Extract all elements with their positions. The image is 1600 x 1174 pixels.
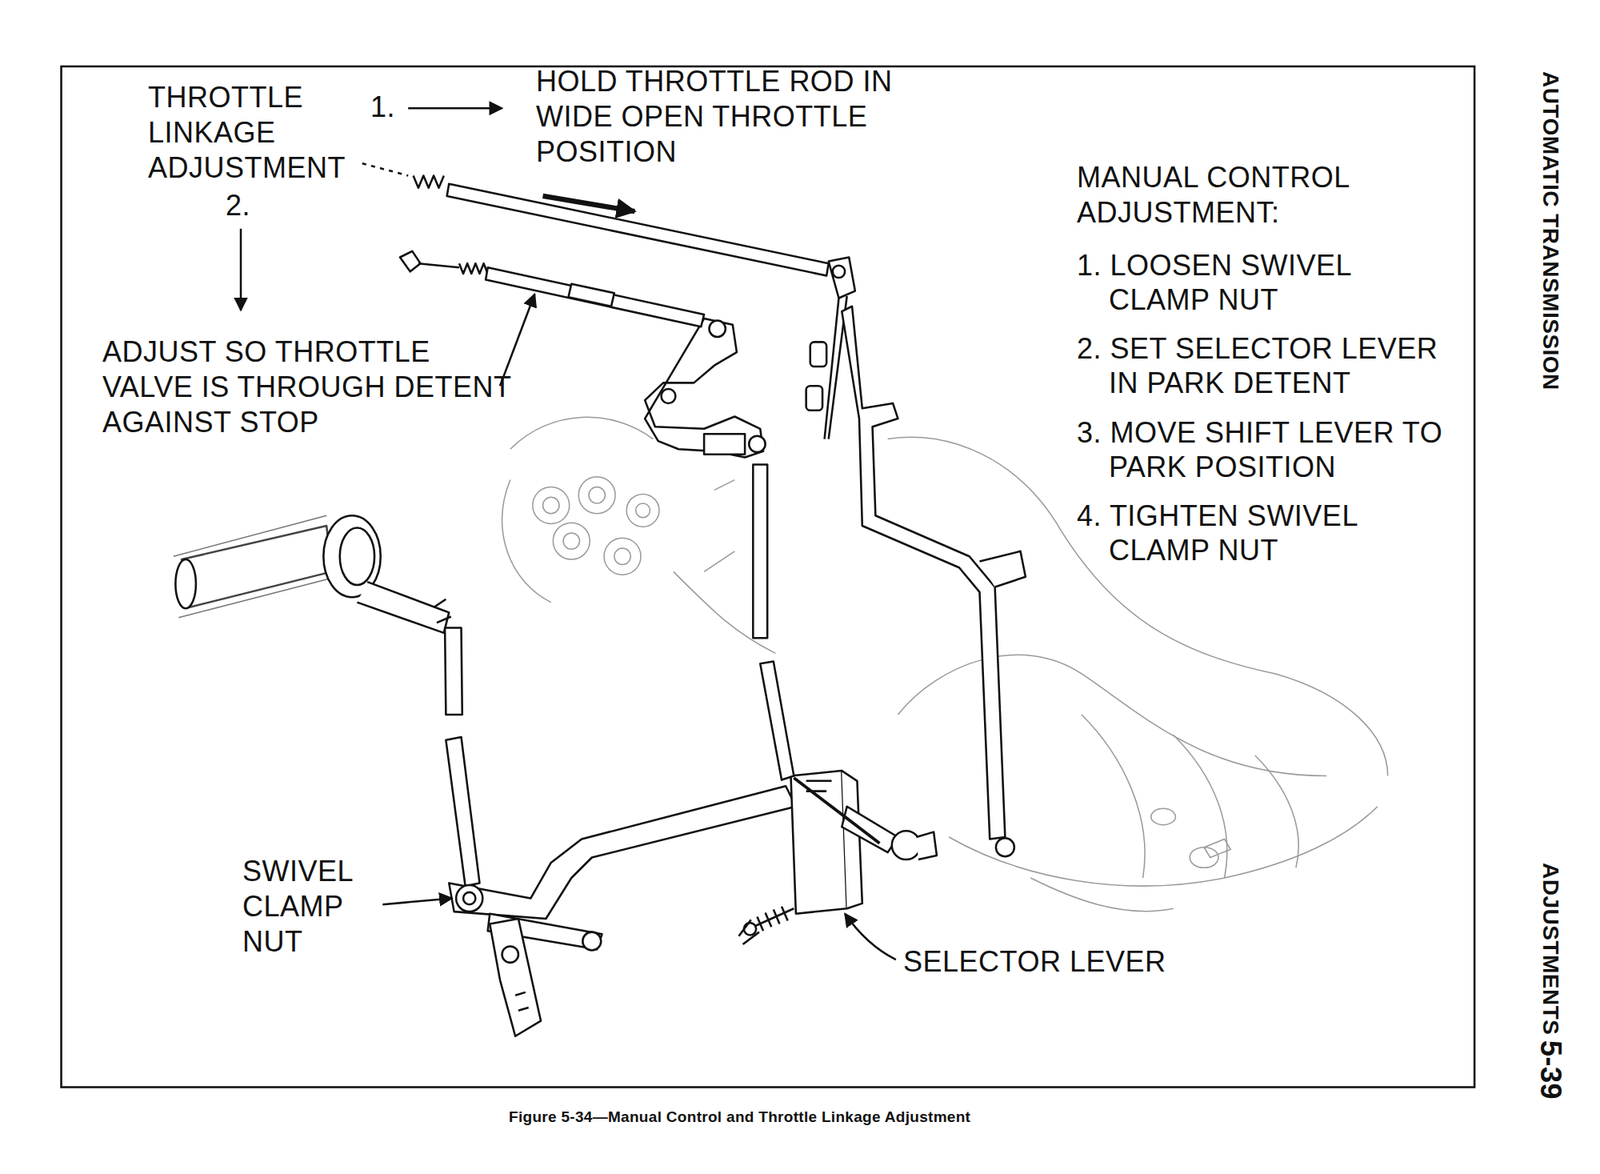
instruction-step: 4. TIGHTEN SWIVEL CLAMP NUT (1076, 498, 1453, 568)
callout-number: 2. (225, 188, 258, 224)
page-header: AUTOMATIC TRANSMISSION (1536, 71, 1564, 391)
instruction-list: MANUAL CONTROL ADJUSTMENT: 1. LOOSEN SWIV… (1076, 160, 1453, 582)
instruction-step: 1. LOOSEN SWIVEL CLAMP NUT (1076, 248, 1453, 317)
callout-text: ADJUST SO THROTTLE VALVE IS THROUGH DETE… (102, 334, 527, 440)
list-heading: MANUAL CONTROL ADJUSTMENT: (1076, 160, 1453, 231)
instruction-step: 2. SET SELECTOR LEVER IN PARK DETENT (1076, 331, 1453, 400)
frame-border (61, 66, 1476, 1088)
figure-caption: Figure 5-34—Manual Control and Throttle … (508, 1107, 971, 1126)
callout-text: HOLD THROTTLE ROD IN WIDE OPEN THROTTLE … (536, 64, 968, 170)
callout-text: SWIVEL CLAMP NUT (242, 853, 403, 960)
page-header: ADJUSTMENTS (1536, 862, 1564, 1036)
callout-text: THROTTLE LINKAGE ADJUSTMENT (148, 80, 364, 186)
page-header: 5-39 (1532, 1040, 1568, 1100)
linkage-parts (175, 163, 1026, 1036)
callout-arrows (240, 108, 896, 960)
transmission-housing (173, 416, 1388, 911)
instruction-step: 3. MOVE SHIFT LEVER TO PARK POSITION (1076, 415, 1453, 484)
callout-text: SELECTOR LEVER (903, 944, 1166, 980)
callout-number: 1. (370, 89, 403, 125)
